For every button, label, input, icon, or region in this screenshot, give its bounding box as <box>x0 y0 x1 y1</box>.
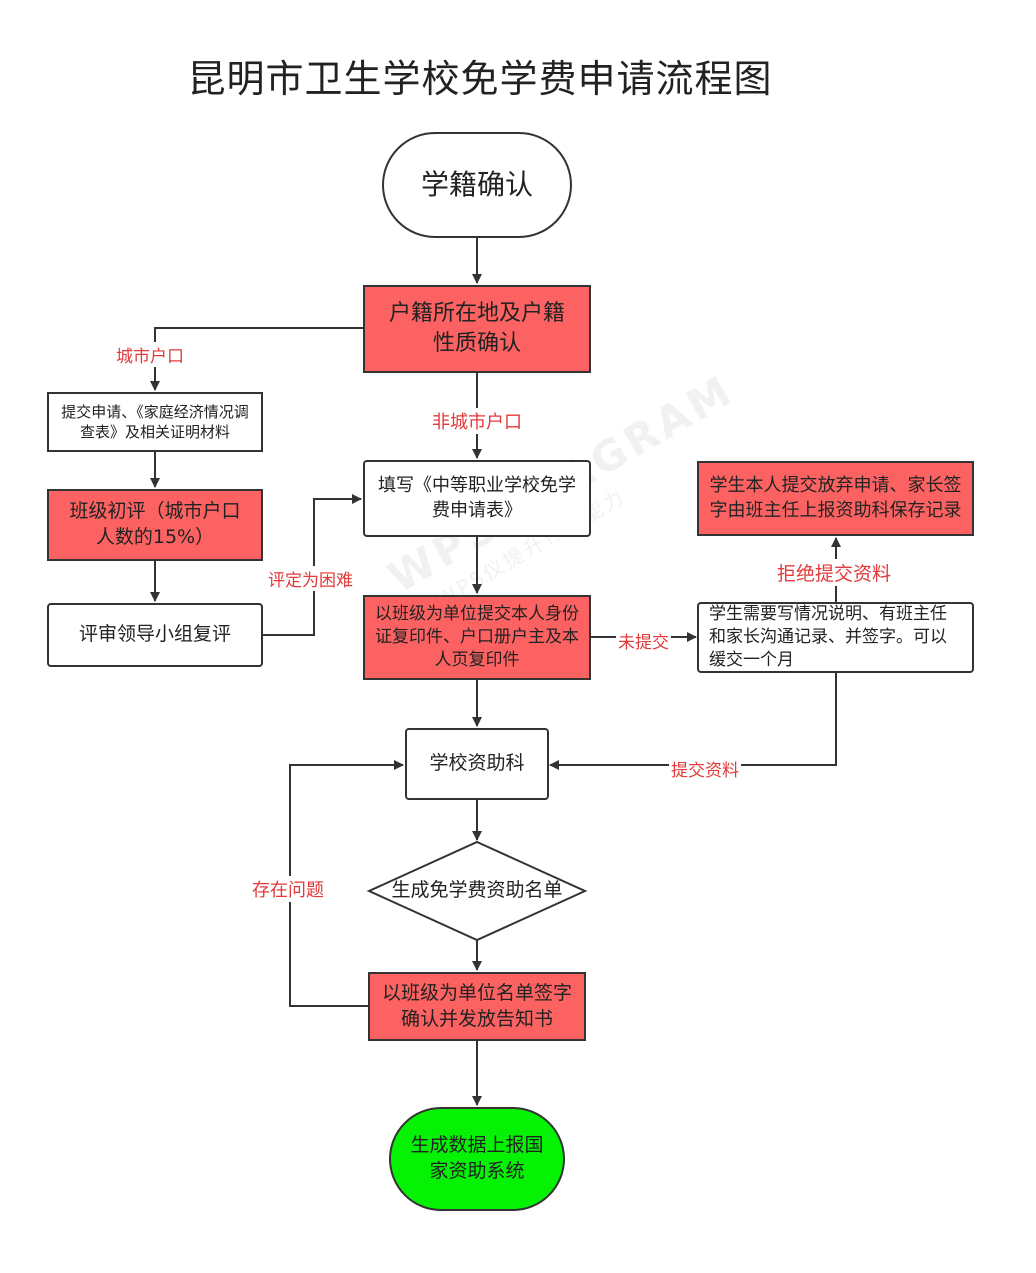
node-fill-form: 填写《中等职业学校免学费申请表》 <box>363 460 591 537</box>
node-student-abandon-text: 学生本人提交放弃申请、家长签字由班主任上报资助科保存记录 <box>709 475 962 521</box>
node-school-aid-office: 学校资助科 <box>405 728 549 800</box>
node-leader-review-text: 评审领导小组复评 <box>78 623 231 646</box>
arrow-household-to-urban <box>150 327 363 391</box>
node-report-national: 生成数据上报国家资助系统 <box>389 1107 565 1211</box>
arrow-explain-to-aidoffice <box>549 673 837 770</box>
edge-label-has-problem: 存在问题 <box>250 876 326 902</box>
node-student-abandon: 学生本人提交放弃申请、家长签字由班主任上报资助科保存记录 <box>697 461 974 536</box>
node-class-sign-notice: 以班级为单位名单签字确认并发放告知书 <box>368 972 586 1041</box>
node-submit-id-copies-text: 以班级为单位提交本人身份证复印件、户口册户主及本人页复印件 <box>375 604 579 670</box>
edge-label-non-urban: 非城市户口 <box>430 408 524 434</box>
edge-label-refuse-submit: 拒绝提交资料 <box>775 559 894 586</box>
node-student-explain: 学生需要写情况说明、有班主任和家长沟通记录、并签字。可以缓交一个月 <box>697 602 974 673</box>
edge-label-urban: 城市户口 <box>114 342 186 367</box>
node-household-confirm-text: 户籍所在地及户籍性质确认 <box>388 301 565 356</box>
node-urban-submit-text: 提交申请、《家庭经济情况调查表》及相关证明材料 <box>61 402 249 441</box>
node-enrollment-confirm: 学籍确认 <box>382 132 572 238</box>
node-report-national-text: 生成数据上报国家资助系统 <box>410 1134 544 1182</box>
node-enrollment-confirm-text: 学籍确认 <box>420 168 533 202</box>
node-class-initial-review-text: 班级初评（城市户口人数的15%） <box>69 500 241 548</box>
page-title: 昆明市卫生学校免学费申请流程图 <box>187 57 773 101</box>
node-submit-id-copies: 以班级为单位提交本人身份证复印件、户口册户主及本人页复印件 <box>363 595 591 680</box>
node-fill-form-text: 填写《中等职业学校免学费申请表》 <box>378 475 576 521</box>
node-generate-list-text: 生成免学费资助名单 <box>391 879 563 902</box>
node-student-explain-text: 学生需要写情况说明、有班主任和家长沟通记录、并签字。可以缓交一个月 <box>709 604 947 670</box>
generate-list-diamond <box>366 840 588 942</box>
node-generate-list-label: 生成免学费资助名单 <box>369 866 585 916</box>
edge-label-submit-materials: 提交资料 <box>669 756 741 781</box>
node-leader-review: 评审领导小组复评 <box>47 603 263 667</box>
node-household-confirm: 户籍所在地及户籍性质确认 <box>363 285 591 373</box>
node-school-aid-office-text: 学校资助科 <box>429 752 525 775</box>
node-urban-submit: 提交申请、《家庭经济情况调查表》及相关证明材料 <box>47 392 263 452</box>
node-class-sign-notice-text: 以班级为单位名单签字确认并发放告知书 <box>382 981 573 1030</box>
edge-label-not-submitted: 未提交 <box>616 628 671 653</box>
node-class-initial-review: 班级初评（城市户口人数的15%） <box>47 489 263 561</box>
edge-label-rated-difficult: 评定为困难 <box>266 566 355 591</box>
